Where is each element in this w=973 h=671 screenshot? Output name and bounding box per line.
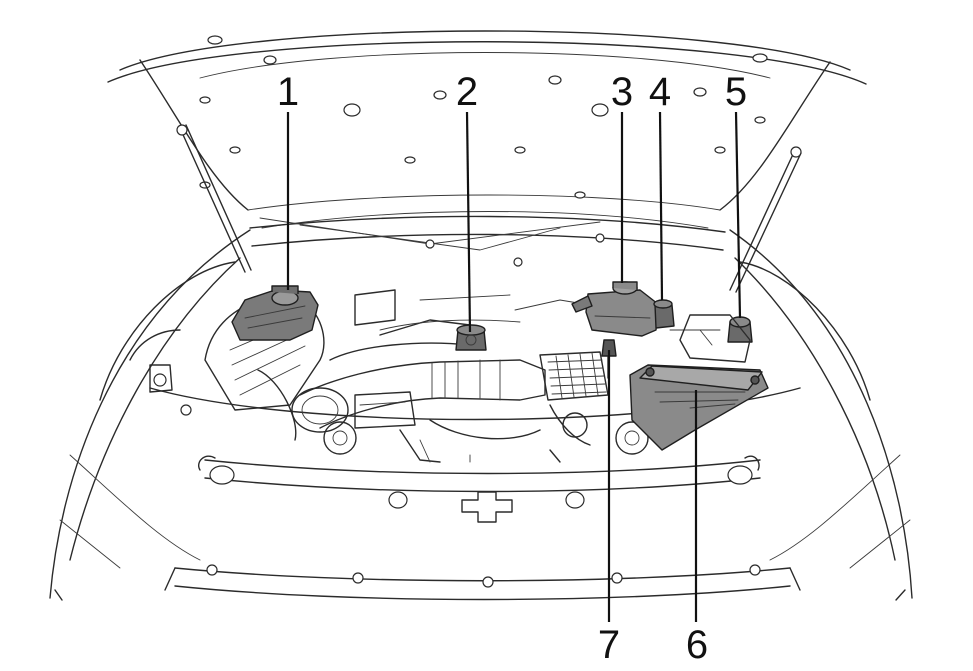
callout-4: 4 xyxy=(649,70,671,114)
part-6-battery xyxy=(629,364,769,451)
callout-2: 2 xyxy=(456,70,478,114)
callout-3: 3 xyxy=(611,70,633,114)
body-outline xyxy=(49,229,913,601)
part-3-coolant-tank xyxy=(571,281,659,337)
part-1-reservoir xyxy=(231,285,319,341)
leader-4 xyxy=(658,111,664,301)
callout-6: 6 xyxy=(686,623,708,667)
part-4-brake-fluid-reservoir xyxy=(653,299,713,346)
radiator-support xyxy=(59,387,911,601)
leader-2 xyxy=(465,111,472,333)
part-5-washer-fluid-cap xyxy=(679,314,753,363)
callout-7: 7 xyxy=(598,623,620,667)
air-intake-duct xyxy=(291,319,546,433)
leader-lines xyxy=(286,111,742,622)
cowl-panel xyxy=(249,215,726,267)
leader-5 xyxy=(734,111,742,319)
callout-numbers: 1 2 3 4 5 6 7 xyxy=(277,70,747,667)
emblem xyxy=(461,491,513,523)
callout-1: 1 xyxy=(277,70,299,114)
engine-lower xyxy=(323,289,649,463)
callout-5: 5 xyxy=(725,70,747,114)
hood-struts xyxy=(176,124,802,293)
hood xyxy=(107,30,867,229)
air-filter-box xyxy=(539,351,609,401)
